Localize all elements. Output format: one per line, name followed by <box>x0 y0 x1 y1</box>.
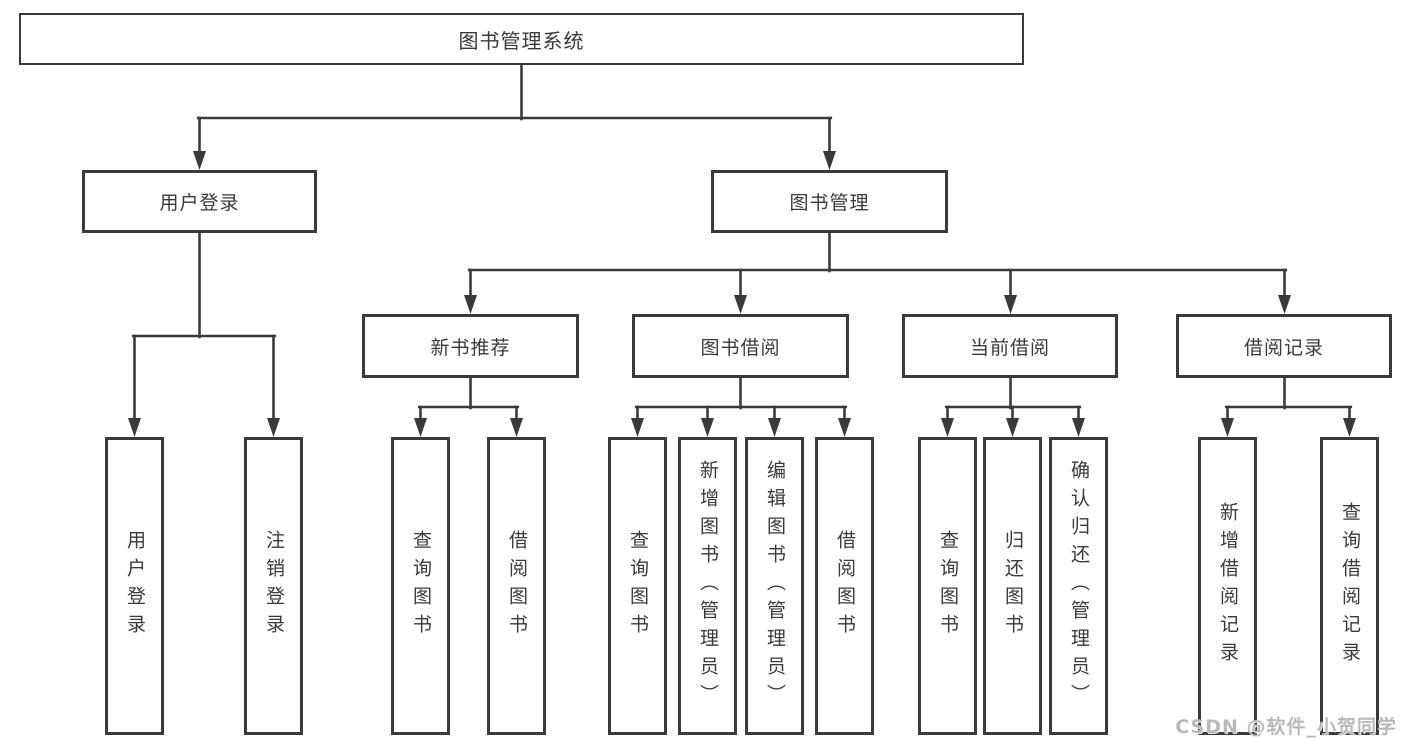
leaf-add-books-admin: 新增图书（管理员） <box>678 437 737 735</box>
leaf-add-borrowing-record: 新增借阅记录 <box>1198 437 1257 735</box>
node-new-book-recommendation: 新书推荐 <box>362 314 579 378</box>
arrowhead-down-icon <box>631 418 644 437</box>
arrowhead-down-icon <box>1004 295 1017 314</box>
arrowhead-down-icon <box>510 418 523 437</box>
node-borrowing-records: 借阅记录 <box>1176 314 1392 378</box>
leaf-return-books: 归还图书 <box>983 437 1042 735</box>
leaf-user-login: 用户登录 <box>105 437 164 735</box>
leaf-confirm-return-admin: 确认归还（管理员） <box>1049 437 1108 735</box>
arrowhead-down-icon <box>1221 418 1234 437</box>
node-library-management-system: 图书管理系统 <box>19 13 1024 65</box>
arrowhead-down-icon <box>1343 418 1356 437</box>
leaf-query-books-borrowing: 查询图书 <box>608 437 667 735</box>
arrowhead-down-icon <box>267 418 280 437</box>
leaf-edit-books-admin: 编辑图书（管理员） <box>745 437 804 735</box>
arrowhead-down-icon <box>768 418 781 437</box>
arrowhead-down-icon <box>193 151 206 170</box>
arrowhead-down-icon <box>464 295 477 314</box>
leaf-query-borrowing-record: 查询借阅记录 <box>1320 437 1379 735</box>
leaf-query-books-recommend: 查询图书 <box>391 437 450 735</box>
arrowhead-down-icon <box>1072 418 1085 437</box>
arrowhead-down-icon <box>128 418 141 437</box>
node-current-borrowing: 当前借阅 <box>902 314 1118 378</box>
leaf-borrow-books: 借阅图书 <box>815 437 874 735</box>
arrowhead-down-icon <box>823 151 836 170</box>
leaf-borrow-books-recommend: 借阅图书 <box>487 437 546 735</box>
leaf-logout: 注销登录 <box>244 437 303 735</box>
arrowhead-down-icon <box>414 418 427 437</box>
arrowhead-down-icon <box>1006 418 1019 437</box>
leaf-query-books-current: 查询图书 <box>918 437 977 735</box>
csdn-watermark: CSDN @软件_小贺同学 <box>1175 716 1397 738</box>
arrowhead-down-icon <box>734 295 747 314</box>
arrowhead-down-icon <box>701 418 714 437</box>
node-book-borrowing: 图书借阅 <box>632 314 849 378</box>
node-user-login: 用户登录 <box>82 170 317 233</box>
node-book-management: 图书管理 <box>711 170 948 233</box>
arrowhead-down-icon <box>941 418 954 437</box>
arrowhead-down-icon <box>1278 295 1291 314</box>
arrowhead-down-icon <box>838 418 851 437</box>
